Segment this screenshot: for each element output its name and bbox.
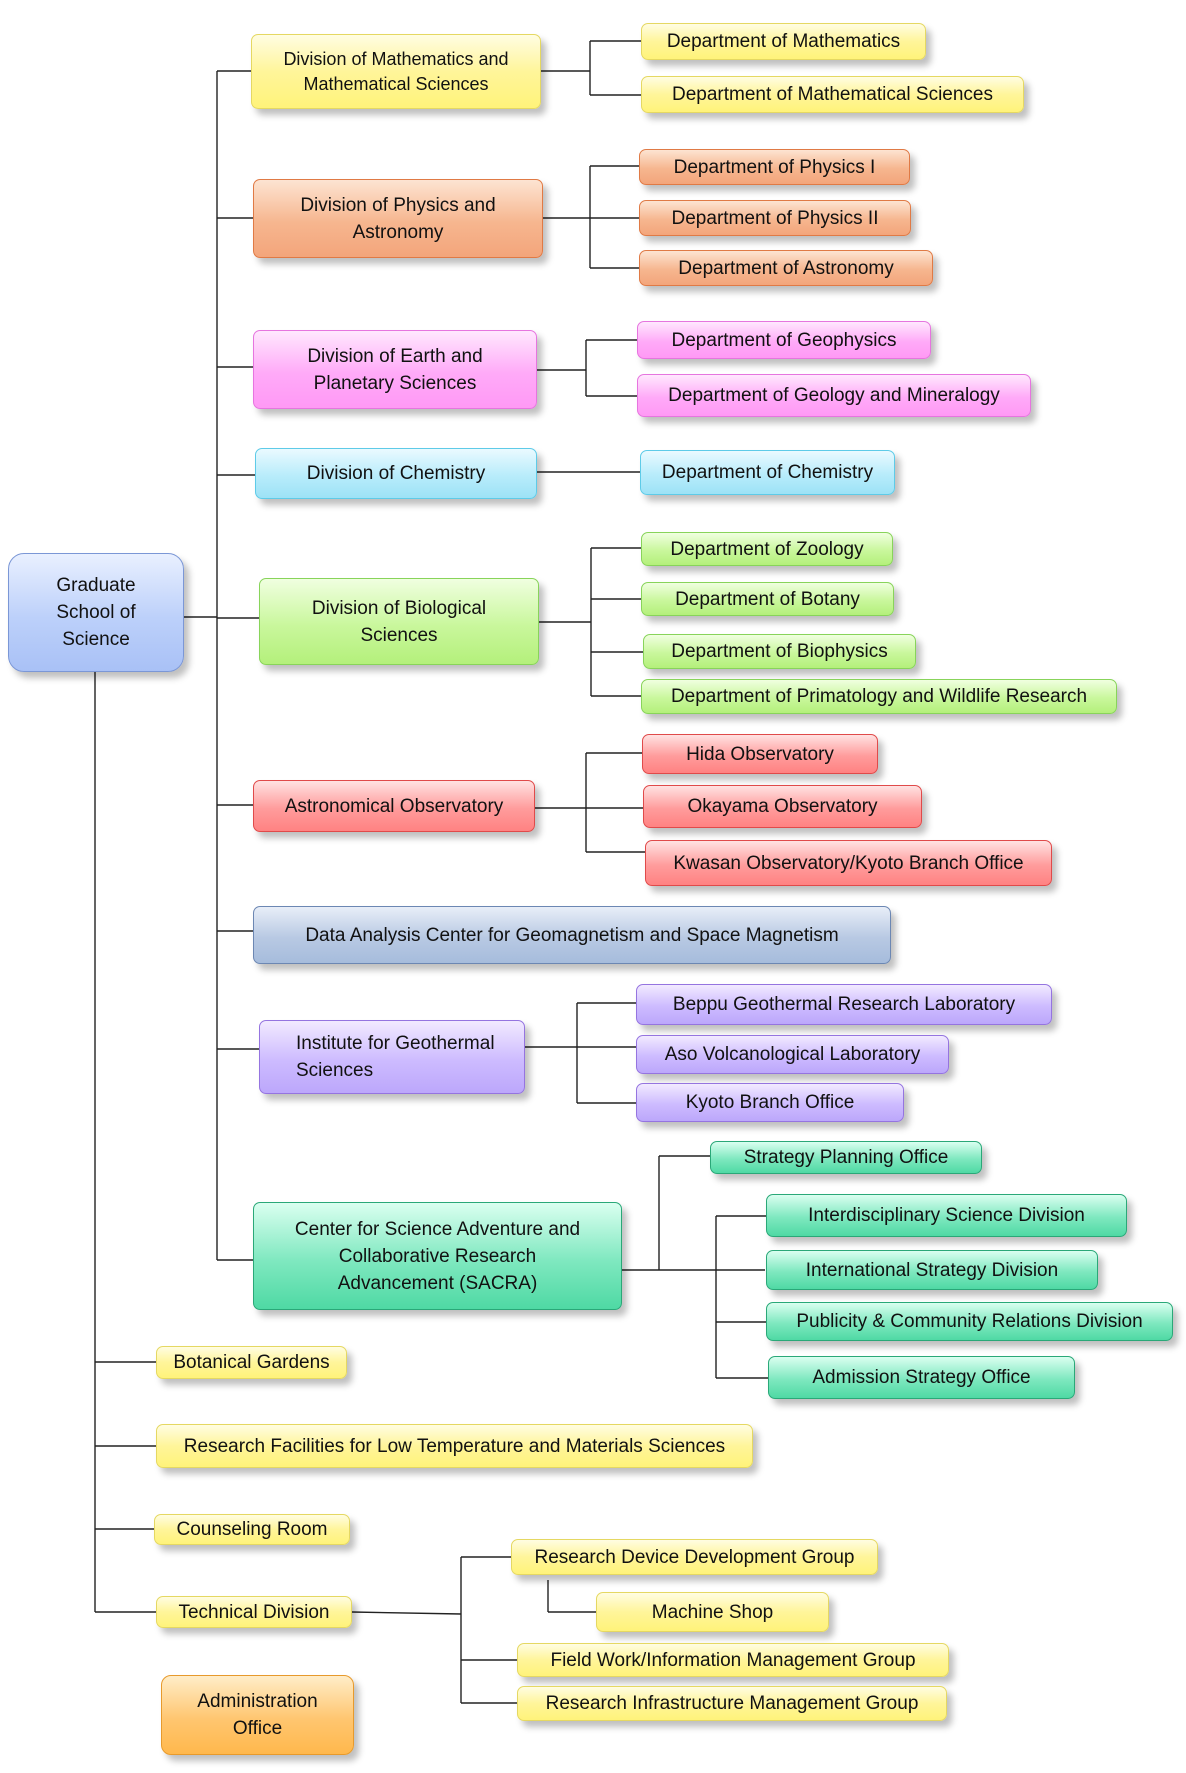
dept-geophysics: Department of Geophysics bbox=[637, 321, 931, 359]
interdisciplinary-science-division: Interdisciplinary Science Division bbox=[766, 1194, 1127, 1237]
division-biological-sciences: Division of Biological Sciences bbox=[259, 578, 539, 665]
okayama-observatory: Okayama Observatory bbox=[643, 785, 922, 828]
astronomical-observatory: Astronomical Observatory bbox=[253, 780, 535, 832]
dept-mathematics: Department of Mathematics bbox=[641, 23, 926, 60]
research-infrastructure-group: Research Infrastructure Management Group bbox=[517, 1686, 947, 1721]
technical-division: Technical Division bbox=[156, 1596, 352, 1628]
data-analysis-center: Data Analysis Center for Geomagnetism an… bbox=[253, 906, 891, 964]
sacra-center: Center for Science Adventure and Collabo… bbox=[253, 1202, 622, 1310]
dept-botany: Department of Botany bbox=[641, 582, 894, 616]
dept-primatology-wildlife: Department of Primatology and Wildlife R… bbox=[641, 679, 1117, 714]
dept-physics-1: Department of Physics I bbox=[639, 149, 910, 185]
dept-geology-mineralogy: Department of Geology and Mineralogy bbox=[637, 374, 1031, 417]
strategy-planning-office: Strategy Planning Office bbox=[710, 1141, 982, 1174]
counseling-room: Counseling Room bbox=[154, 1514, 350, 1545]
research-facilities-low-temperature: Research Facilities for Low Temperature … bbox=[156, 1424, 753, 1468]
division-chemistry: Division of Chemistry bbox=[255, 448, 537, 499]
international-strategy-division: International Strategy Division bbox=[766, 1250, 1098, 1290]
publicity-community-relations-division: Publicity & Community Relations Division bbox=[766, 1302, 1173, 1341]
dept-mathematical-sciences: Department of Mathematical Sciences bbox=[641, 76, 1024, 113]
division-earth-planetary: Division of Earth and Planetary Sciences bbox=[253, 330, 537, 409]
machine-shop: Machine Shop bbox=[596, 1592, 829, 1632]
dept-chemistry: Department of Chemistry bbox=[640, 450, 895, 495]
administration-office: Administration Office bbox=[161, 1675, 354, 1755]
beppu-geothermal-lab: Beppu Geothermal Research Laboratory bbox=[636, 984, 1052, 1025]
division-mathematics: Division of Mathematics and Mathematical… bbox=[251, 34, 541, 109]
dept-zoology: Department of Zoology bbox=[641, 532, 893, 566]
field-work-information-group: Field Work/Information Management Group bbox=[517, 1643, 949, 1677]
institute-geothermal-sciences: Institute for Geothermal Sciences bbox=[259, 1020, 525, 1094]
hida-observatory: Hida Observatory bbox=[642, 734, 878, 774]
aso-volcanological-lab: Aso Volcanological Laboratory bbox=[636, 1035, 949, 1074]
kyoto-branch-office: Kyoto Branch Office bbox=[636, 1083, 904, 1122]
division-physics-astronomy: Division of Physics and Astronomy bbox=[253, 179, 543, 258]
dept-biophysics: Department of Biophysics bbox=[643, 634, 916, 669]
dept-physics-2: Department of Physics II bbox=[639, 200, 911, 236]
research-device-development-group: Research Device Development Group bbox=[511, 1539, 878, 1575]
botanical-gardens: Botanical Gardens bbox=[156, 1346, 347, 1379]
admission-strategy-office: Admission Strategy Office bbox=[768, 1356, 1075, 1399]
dept-astronomy: Department of Astronomy bbox=[639, 250, 933, 286]
graduate-school-of-science: Graduate School of Science bbox=[8, 553, 184, 672]
kwasan-observatory: Kwasan Observatory/Kyoto Branch Office bbox=[645, 840, 1052, 886]
